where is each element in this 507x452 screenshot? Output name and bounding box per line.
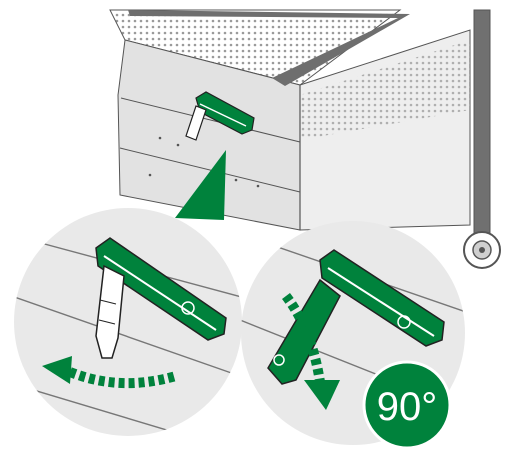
zoom-inset-left (0, 208, 260, 452)
rotation-angle-label: 90° (377, 385, 438, 429)
caster-wheel-icon (464, 232, 500, 268)
cabinet-right-post (474, 10, 490, 242)
rotation-angle-badge: 90° (364, 362, 450, 448)
